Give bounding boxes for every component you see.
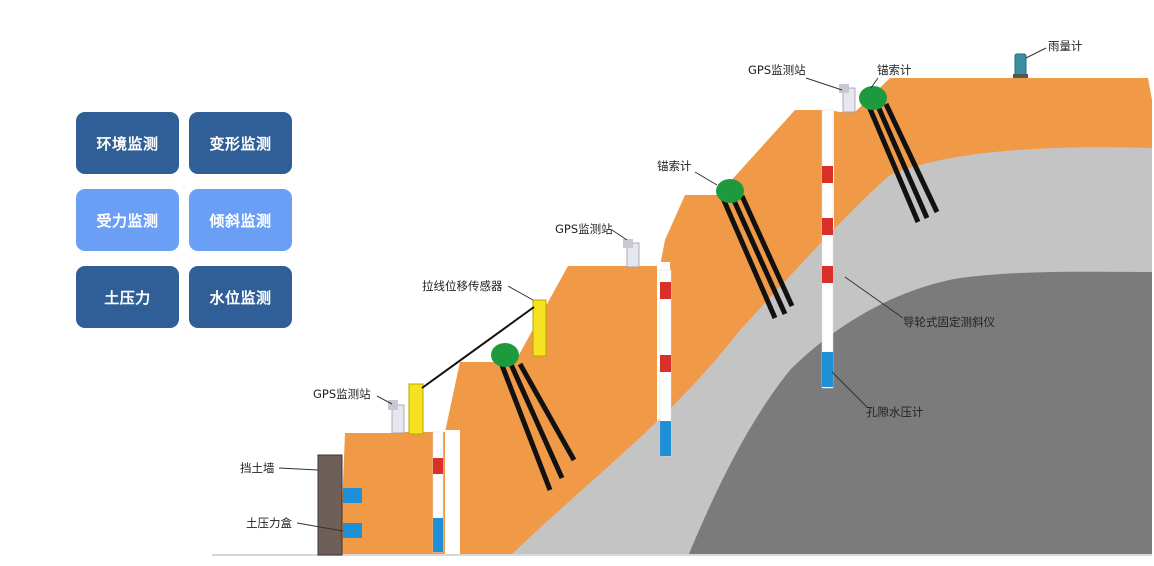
wire-displacement-sensor-low [408,383,424,435]
anchor-meter-mid [716,179,744,203]
anchor-meter-top-label: 锚索计 [877,63,912,77]
retaining-wall-label: 挡土墙 [240,461,275,475]
guide-inclinometer-label: 导轮式固定测斜仪 [903,315,995,329]
anchor-cables-top [865,102,940,223]
monitoring-tube-mid [659,269,672,457]
gps-station-mid-label: GPS监测站 [555,222,613,236]
force-monitoring-button[interactable]: 受力监测 [76,189,179,251]
pore-pressure-label: 孔隙水压计 [866,405,924,419]
anchor-cables-mid [719,194,795,319]
gps-station-low-label: GPS监测站 [313,387,371,401]
anchor-meter-low [491,343,519,367]
retaining-wall [317,454,343,556]
anchor-meter-top [859,86,887,110]
wire-displacement-sensor-high [532,299,547,357]
tilt-monitoring-button[interactable]: 倾斜监测 [189,189,292,251]
gps-station-mid-icon [623,239,640,268]
anchor-cables-low [497,359,577,491]
gps-station-low-icon [388,400,405,434]
earth-pressure-box-lower [343,523,362,538]
earth-pressure-box-upper [343,488,362,503]
monitoring-tube-high [821,109,834,389]
gps-station-top-icon [839,84,856,113]
deformation-monitoring-button[interactable]: 变形监测 [189,112,292,174]
anchor-meter-mid-label: 锚索计 [657,159,692,173]
bedrock-layer [688,271,1152,556]
earth-pressure-box-label: 土压力盒 [246,516,292,530]
displacement-wire [421,306,535,389]
wire-sensor-label: 拉线位移传感器 [422,279,503,293]
earth-pressure-button[interactable]: 土压力 [76,266,179,328]
rain-gauge-label: 雨量计 [1048,39,1083,53]
monitoring-tube-low [432,431,444,553]
gps-station-top-label: GPS监测站 [748,63,806,77]
rain-gauge-icon [1013,53,1028,78]
env-monitoring-button[interactable]: 环境监测 [76,112,179,174]
water-level-monitoring-button[interactable]: 水位监测 [189,266,292,328]
